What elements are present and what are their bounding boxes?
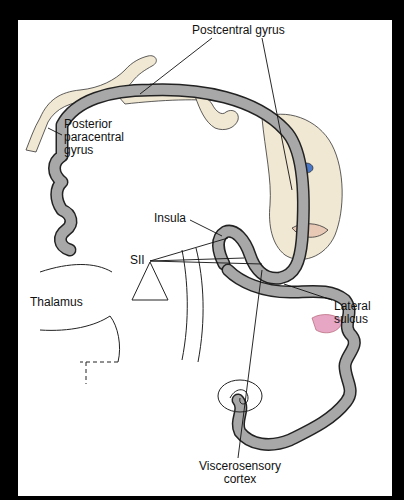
structure-label: Postcentral gyrus xyxy=(192,24,312,37)
leader-line xyxy=(140,38,212,94)
structure-label: Insula xyxy=(154,212,204,225)
leader-line xyxy=(284,284,332,300)
capsule-line xyxy=(182,250,187,360)
midline-dashes xyxy=(80,362,118,384)
leader-line xyxy=(238,270,262,458)
structure-label: Posterior paracentral gyrus xyxy=(64,118,142,157)
callosum-line xyxy=(40,265,112,273)
leader-line xyxy=(190,220,222,236)
cortex-gray xyxy=(55,90,304,278)
leader-line xyxy=(150,238,228,261)
structure-label: Lateral sulcus xyxy=(334,300,390,326)
temporal-gray xyxy=(228,270,354,444)
leader-line xyxy=(150,261,262,264)
temporal-outline xyxy=(228,270,354,444)
structure-label: SII xyxy=(130,254,160,267)
thalamus-outline xyxy=(40,316,120,362)
cortex-outline xyxy=(55,90,304,278)
putamen-line xyxy=(196,248,203,362)
figure-panel xyxy=(18,20,392,496)
leader-line xyxy=(150,258,244,261)
structure-label: Viscerosensory cortex xyxy=(192,460,288,486)
ventricle-shape xyxy=(132,262,168,300)
hippocampus-shape xyxy=(218,380,262,412)
deep-structures xyxy=(40,248,262,412)
leader-line xyxy=(262,38,292,190)
leader-line xyxy=(48,128,62,135)
structure-label: Thalamus xyxy=(30,296,100,309)
leader-lines xyxy=(48,38,332,458)
